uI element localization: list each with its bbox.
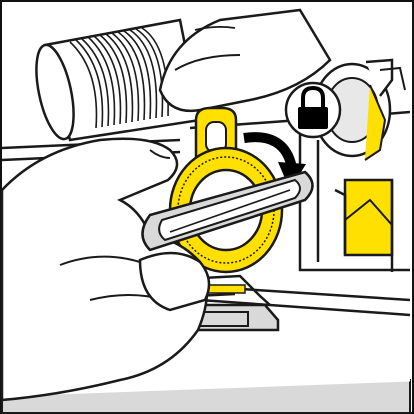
padlock-icon	[286, 83, 340, 137]
